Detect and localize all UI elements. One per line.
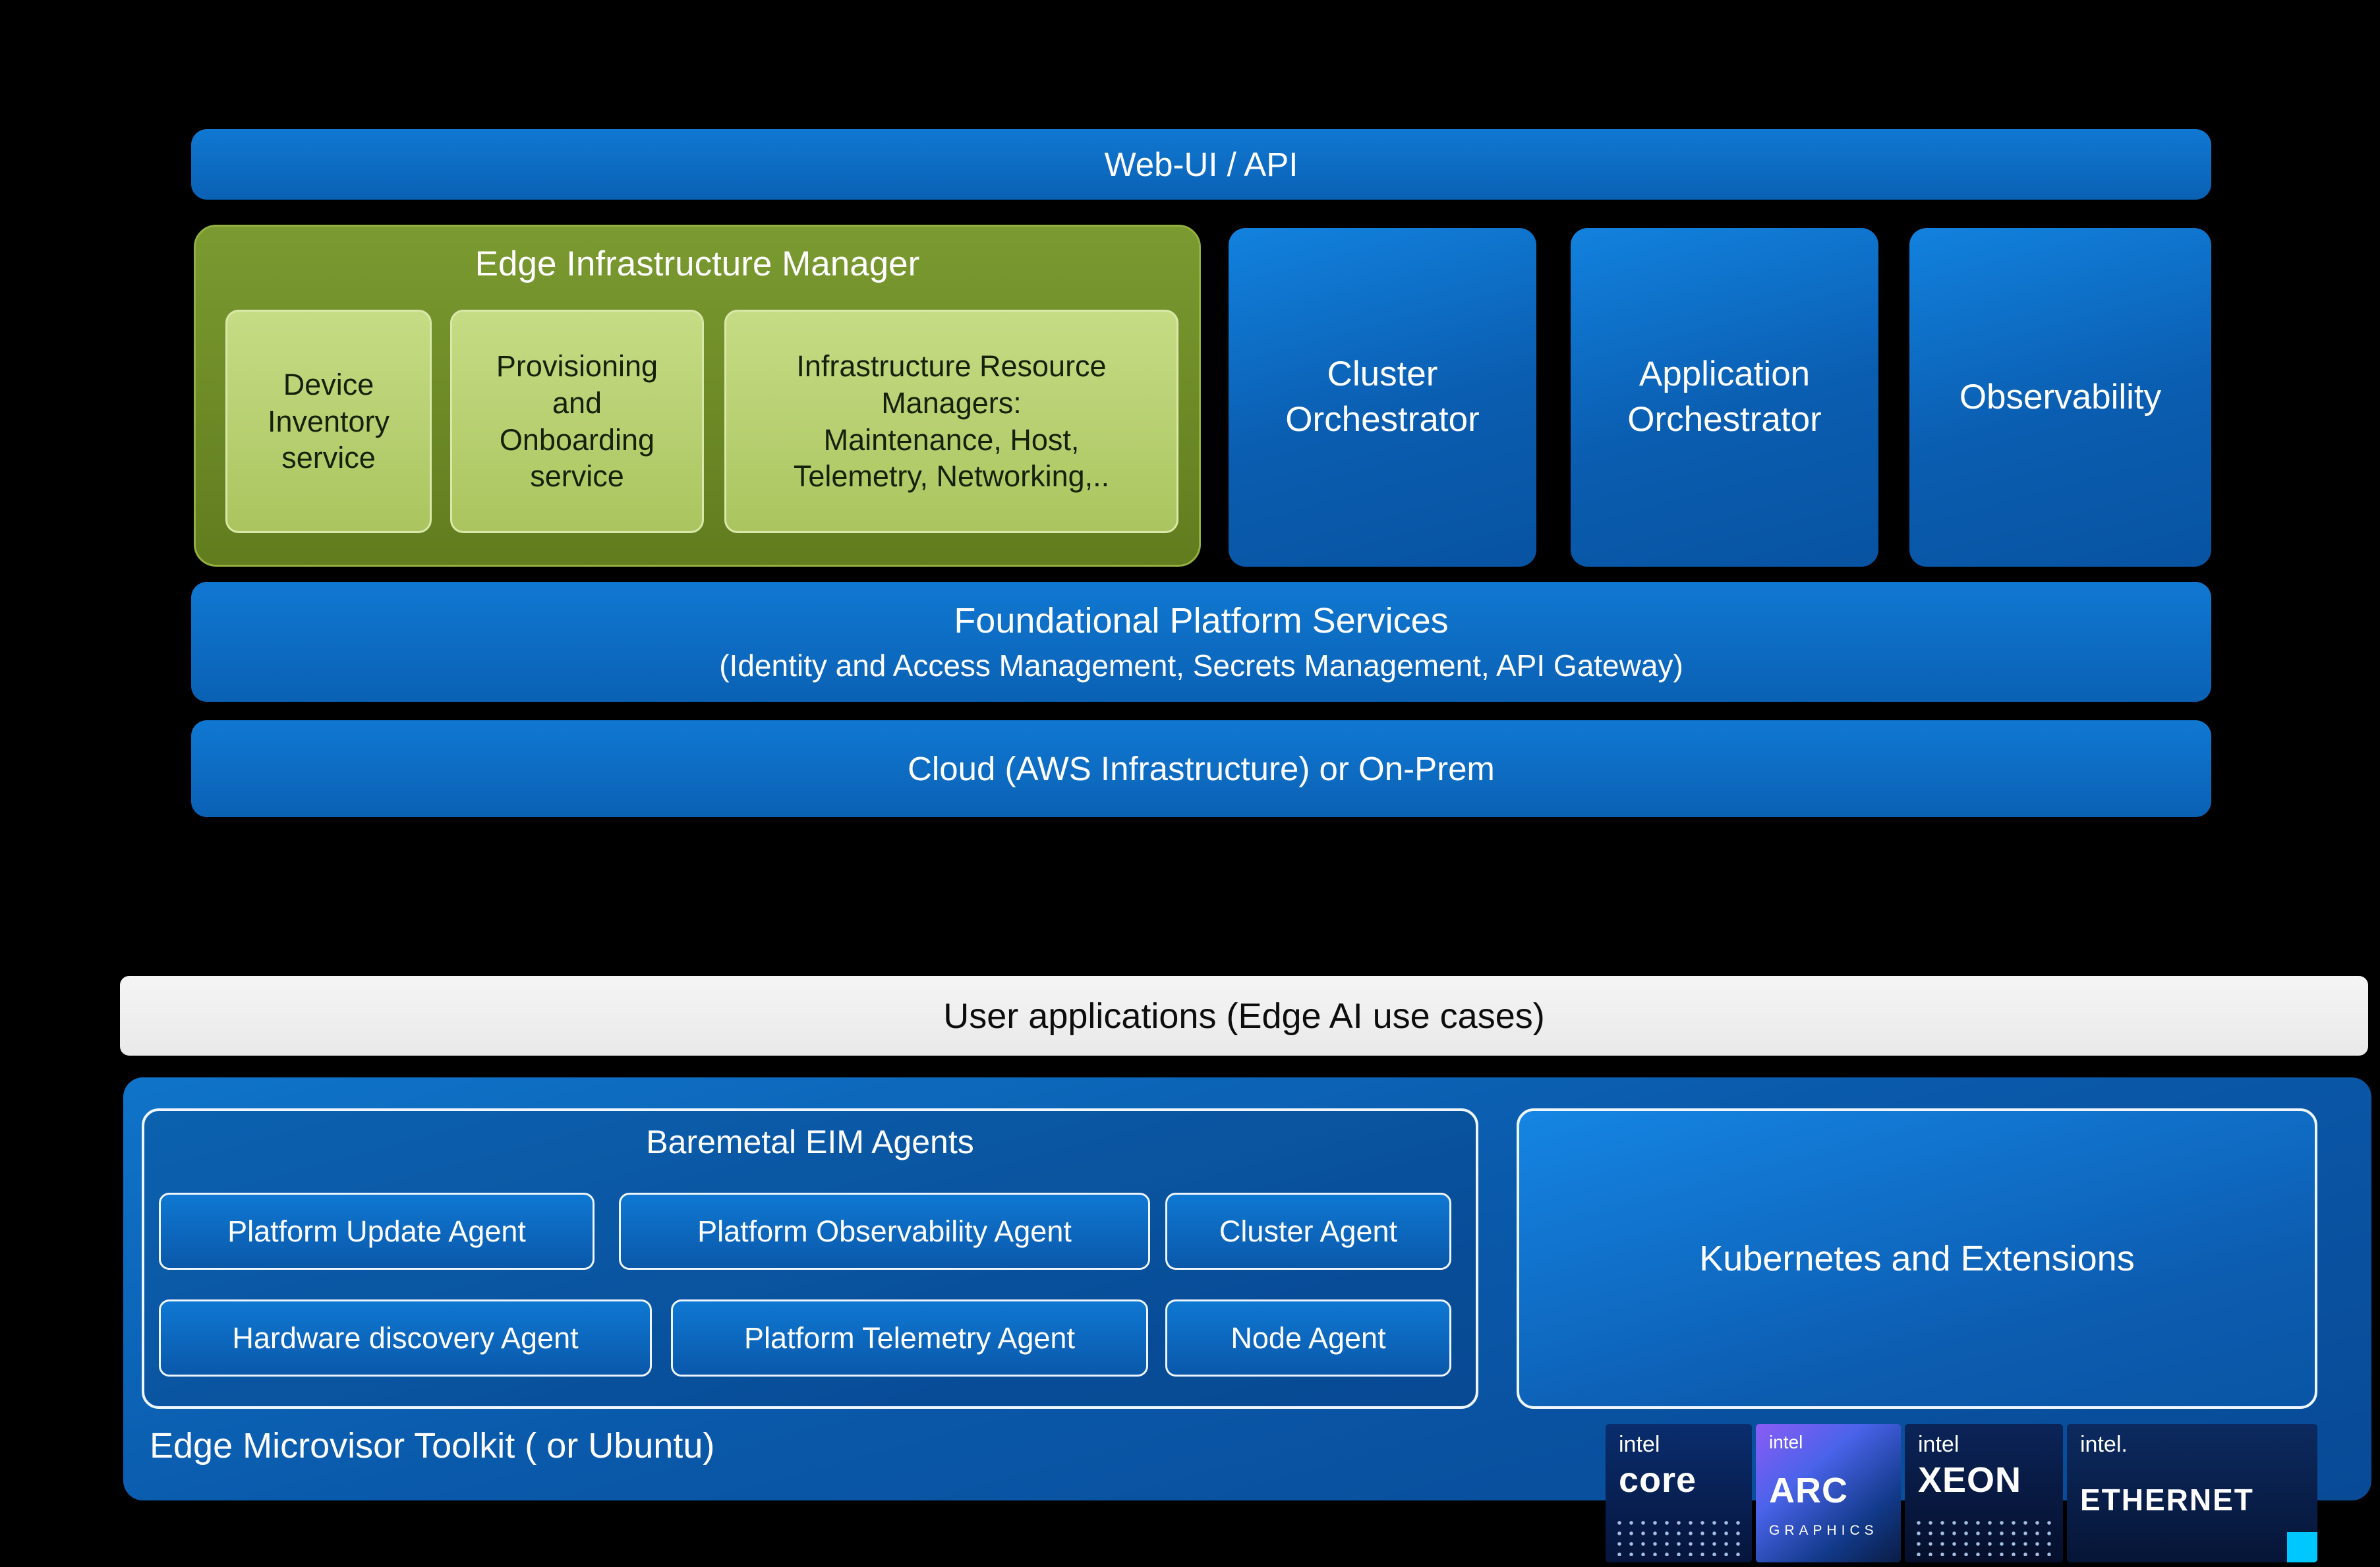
edge-infrastructure-manager-box: Edge Infrastructure Manager Device Inven… xyxy=(194,225,1201,567)
provisioning-line: and xyxy=(552,385,602,420)
device-inventory-service-box: Device Inventory service xyxy=(225,310,432,533)
application-orchestrator-box: Application Orchestrator xyxy=(1571,228,1878,567)
foundational-platform-services-bar: Foundational Platform Services (Identity… xyxy=(191,582,2211,702)
intel-brand-text: intel. xyxy=(2080,1432,2128,1457)
dot-pattern-decoration xyxy=(1913,1518,2055,1556)
infrastructure-resource-managers-box: Infrastructure Resource Managers: Mainte… xyxy=(724,310,1178,533)
intel-brand-text: intel xyxy=(1619,1432,1660,1457)
foundational-subtitle: (Identity and Access Management, Secrets… xyxy=(719,648,1683,683)
agent-label: Platform Telemetry Agent xyxy=(744,1321,1075,1355)
cluster-orchestrator-label: Cluster Orchestrator xyxy=(1285,355,1480,439)
irm-line: Infrastructure Resource xyxy=(796,349,1107,383)
intel-brand-text: intel xyxy=(1918,1432,1959,1457)
kubernetes-extensions-box: Kubernetes and Extensions xyxy=(1517,1108,2317,1409)
baremetal-eim-agents-title: Baremetal EIM Agents xyxy=(646,1124,974,1160)
device-inventory-line: service xyxy=(281,441,376,475)
kubernetes-extensions-label: Kubernetes and Extensions xyxy=(1699,1239,2135,1278)
intel-ethernet-logo: intel. ETHERNET xyxy=(2067,1424,2317,1562)
agent-label: Cluster Agent xyxy=(1219,1214,1398,1248)
platform-update-agent-pill: Platform Update Agent xyxy=(159,1193,595,1270)
core-logo-text: core xyxy=(1619,1460,1697,1500)
edge-node-panel: Baremetal EIM Agents Platform Update Age… xyxy=(123,1077,2371,1500)
node-agent-pill: Node Agent xyxy=(1165,1299,1451,1377)
user-applications-label: User applications (Edge AI use cases) xyxy=(943,996,1545,1036)
platform-telemetry-agent-pill: Platform Telemetry Agent xyxy=(671,1299,1148,1377)
device-inventory-line: Device xyxy=(283,367,374,401)
hardware-discovery-agent-pill: Hardware discovery Agent xyxy=(159,1299,652,1377)
edge-microvisor-toolkit-label: Edge Microvisor Toolkit ( or Ubuntu) xyxy=(150,1426,715,1466)
web-ui-api-bar: Web-UI / API xyxy=(191,129,2211,200)
intel-arc-graphics-logo: intel ARC GRAPHICS xyxy=(1756,1424,1901,1562)
provisioning-line: Provisioning xyxy=(496,349,658,383)
cluster-agent-pill: Cluster Agent xyxy=(1165,1193,1451,1270)
intel-brand-text: intel xyxy=(1769,1432,1803,1452)
ethernet-logo-text: ETHERNET xyxy=(2080,1483,2254,1517)
provisioning-line: Onboarding xyxy=(499,422,655,457)
arc-logo-text: ARC xyxy=(1769,1471,1848,1510)
agent-label: Hardware discovery Agent xyxy=(232,1321,579,1355)
provisioning-onboarding-service-box: Provisioning and Onboarding service xyxy=(450,310,704,533)
foundational-title: Foundational Platform Services xyxy=(954,601,1449,641)
cyan-accent-square xyxy=(2287,1532,2317,1562)
cluster-orchestrator-box: Cluster Orchestrator xyxy=(1229,228,1536,567)
agent-label: Platform Update Agent xyxy=(227,1214,526,1248)
dot-pattern-decoration xyxy=(1613,1518,1744,1556)
platform-observability-agent-pill: Platform Observability Agent xyxy=(619,1193,1150,1270)
graphics-logo-text: GRAPHICS xyxy=(1769,1523,1878,1538)
irm-line: Maintenance, Host, xyxy=(823,422,1080,457)
application-orchestrator-label: Application Orchestrator xyxy=(1627,355,1822,439)
intel-xeon-logo: intel XEON xyxy=(1905,1424,2063,1562)
web-ui-api-label: Web-UI / API xyxy=(1104,146,1298,183)
agent-label: Platform Observability Agent xyxy=(697,1214,1072,1248)
agent-label: Node Agent xyxy=(1231,1321,1386,1355)
device-inventory-line: Inventory xyxy=(267,404,390,438)
observability-label: Observability xyxy=(1959,377,2162,416)
edge-infrastructure-manager-title: Edge Infrastructure Manager xyxy=(475,244,920,283)
irm-line: Telemetry, Networking,.. xyxy=(793,459,1110,494)
observability-box: Observability xyxy=(1909,228,2211,567)
baremetal-eim-agents-box: Baremetal EIM Agents Platform Update Age… xyxy=(142,1108,1478,1409)
user-applications-bar: User applications (Edge AI use cases) xyxy=(120,976,2368,1056)
irm-line: Managers: xyxy=(881,385,1022,420)
intel-core-logo: intel core xyxy=(1606,1424,1752,1562)
provisioning-line: service xyxy=(530,459,624,494)
cloud-onprem-bar: Cloud (AWS Infrastructure) or On-Prem xyxy=(191,720,2211,817)
xeon-logo-text: XEON xyxy=(1918,1460,2022,1500)
cloud-onprem-label: Cloud (AWS Infrastructure) or On-Prem xyxy=(908,750,1495,787)
